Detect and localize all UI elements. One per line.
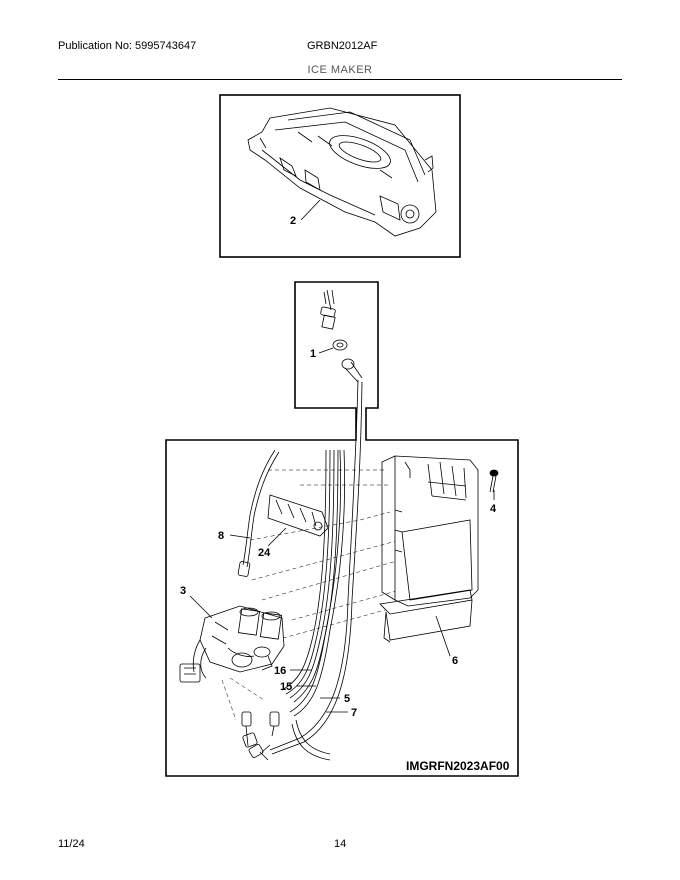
screw-part-4	[489, 469, 499, 493]
ice-cover-part-6	[379, 455, 479, 643]
assembly-guide-lines	[221, 469, 401, 721]
tube-connector	[341, 358, 363, 383]
model-number: GRBN2012AF	[307, 40, 378, 52]
callout-5: 5	[344, 693, 350, 705]
ice-maker-drawing	[247, 107, 437, 237]
footer-date: 11/24	[58, 838, 85, 850]
section-title: ICE MAKER	[307, 64, 373, 76]
bracket-part-24	[267, 494, 329, 537]
callout-16: 16	[274, 665, 286, 677]
page-number: 14	[334, 838, 347, 850]
callout-24: 24	[258, 547, 271, 559]
tube-part-8	[237, 449, 280, 577]
image-code: IMGRFN2023AF00	[406, 759, 510, 773]
callout-2: 2	[290, 215, 296, 227]
water-system-frame	[165, 281, 519, 777]
callout-4: 4	[490, 503, 497, 515]
callout-6: 6	[452, 655, 458, 667]
grommet-part-1	[332, 339, 348, 351]
water-valve-part-3	[179, 605, 285, 683]
callout-1: 1	[310, 348, 316, 360]
callout-7: 7	[351, 707, 357, 719]
callout-8: 8	[218, 530, 224, 542]
ice-maker-frame	[219, 94, 461, 258]
callout-3: 3	[180, 585, 186, 597]
publication-number: Publication No: 5995743647	[58, 40, 197, 52]
callout-15: 15	[280, 681, 292, 693]
fill-tube-fitting	[320, 289, 336, 330]
water-tubes	[259, 379, 363, 761]
inlet-fittings	[241, 711, 280, 758]
header-divider	[58, 79, 622, 80]
